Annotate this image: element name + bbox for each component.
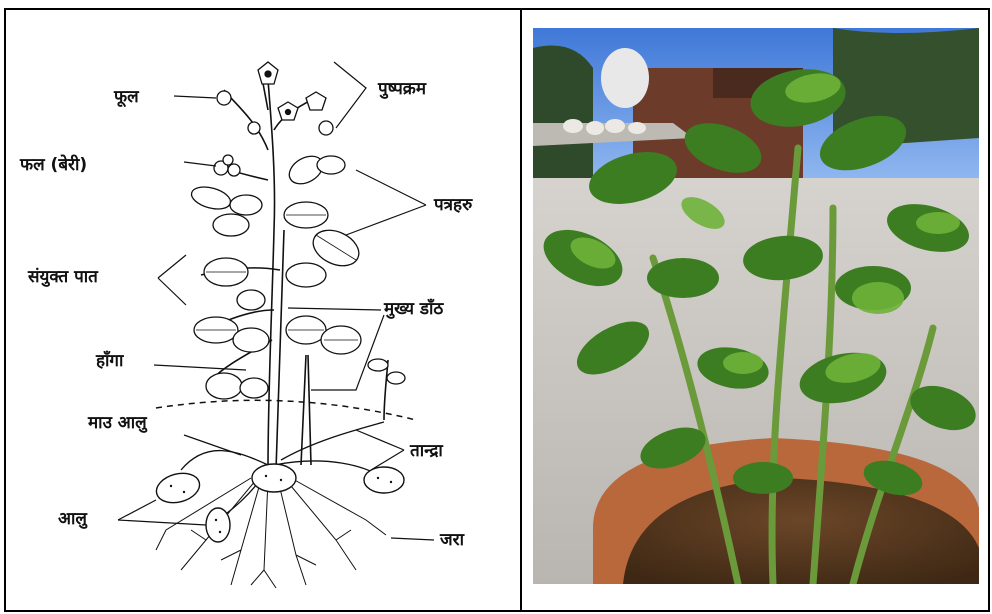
satellite-dish-shape — [601, 48, 649, 108]
label-fruit-berry: फल (बेरी) — [19, 154, 87, 175]
figure-frame: फूल फल (बेरी) संयुक्त पात हाँगा माउ आलु … — [4, 8, 990, 612]
label-mother-tuber: माउ आलु — [87, 413, 148, 433]
potato-plant-diagram: फूल फल (बेरी) संयुक्त पात हाँगा माउ आलु … — [6, 10, 520, 610]
label-leaflets: पत्रहरु — [433, 195, 473, 215]
soil-line — [156, 400, 416, 420]
label-inflorescence: पुष्पक्रम — [377, 79, 427, 99]
label-stolon: तान्द्रा — [409, 441, 443, 461]
label-branch: हाँगा — [95, 350, 124, 371]
label-main-stem: मुख्य डाँठ — [383, 298, 444, 319]
berry-drawings — [214, 155, 240, 176]
label-root: जरा — [439, 530, 465, 550]
flower-drawings — [217, 62, 333, 135]
label-flower: फूल — [113, 87, 140, 108]
potato-plant-photo-panel — [522, 10, 988, 610]
potato-plant-diagram-panel: फूल फल (बेरी) संयुक्त पात हाँगा माउ आलु … — [6, 10, 520, 610]
label-compound-leaf: संयुक्त पात — [27, 267, 99, 287]
leaf-drawings — [189, 151, 405, 399]
label-tuber: आलु — [58, 509, 88, 529]
potato-plant-photo — [533, 28, 979, 584]
tuber-drawings — [153, 464, 404, 542]
